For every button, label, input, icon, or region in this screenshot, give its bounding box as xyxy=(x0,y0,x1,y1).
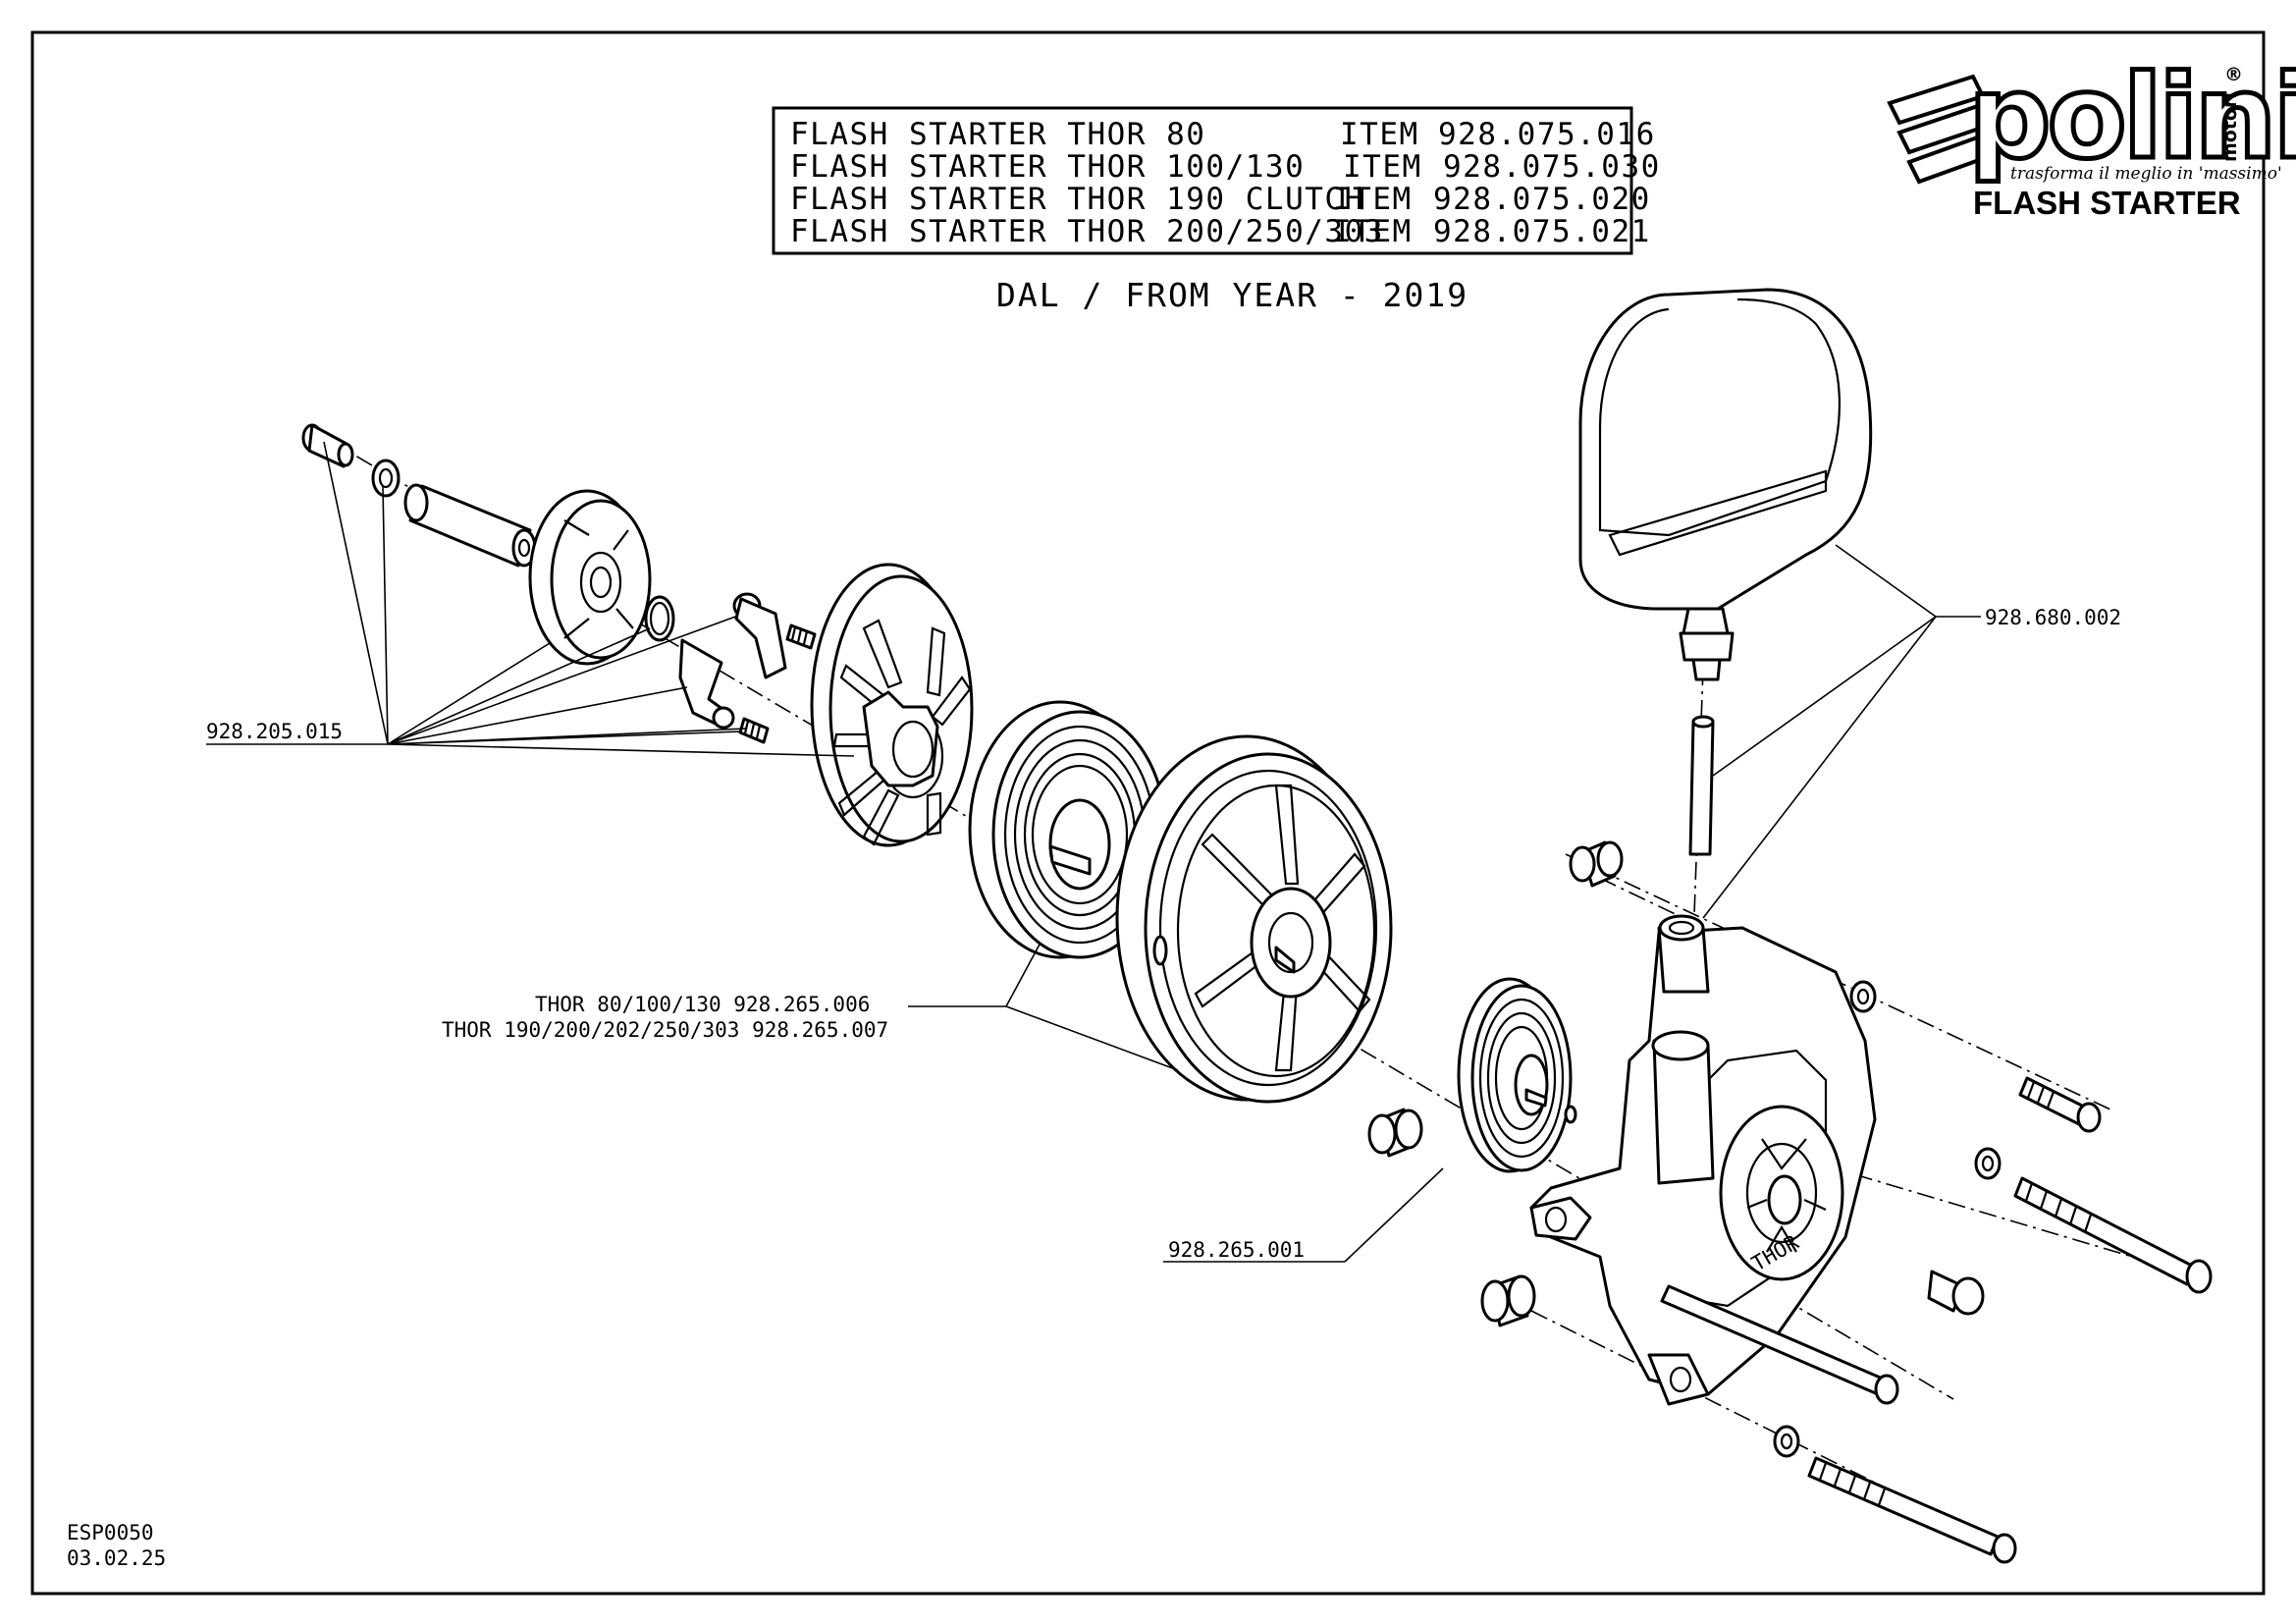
starter-cover: THOR xyxy=(1529,914,1877,1406)
document-date: 03.02.25 xyxy=(67,1546,166,1570)
bushing-a xyxy=(1569,840,1624,888)
pawl-upper xyxy=(732,592,787,679)
title-block: FLASH STARTER THOR 80 ITEM 928.075.016 F… xyxy=(772,106,1661,255)
starter-handle xyxy=(1578,288,1873,681)
callout-small-spring-label: 928.265.001 xyxy=(1168,1238,1305,1262)
logo-brand: polini xyxy=(1968,49,2296,185)
washer-small xyxy=(371,459,400,498)
title-row-3-item: ITEM xyxy=(1333,182,1413,217)
ratchet-disc xyxy=(810,563,974,847)
year-note: DAL / FROM YEAR - 2019 xyxy=(996,276,1468,314)
washer-right-3 xyxy=(1773,1425,1800,1458)
title-row-3-name: FLASH STARTER THOR 190 CLUTCH xyxy=(790,182,1364,217)
logo-registered: ® xyxy=(2224,64,2243,85)
callout-kit: 928.205.015 xyxy=(206,441,855,757)
handle-pin xyxy=(1688,715,1715,856)
screw-cap xyxy=(1927,1270,1985,1316)
screw-through-cover xyxy=(1660,1284,1899,1405)
callout-spring-cassette: THOR 80/100/130 928.265.006 THOR 190/200… xyxy=(442,942,1179,1071)
logo-tagline: trasforma il meglio in 'massimo' xyxy=(2010,164,2282,184)
document-code: ESP0050 xyxy=(67,1521,154,1544)
pawl-lower xyxy=(678,638,735,730)
rope-pulley xyxy=(1115,734,1393,1104)
logo-motori: motori xyxy=(2219,92,2241,162)
title-row-1-item: ITEM xyxy=(1340,117,1419,152)
logo-stripes-icon xyxy=(1887,74,1996,185)
title-row-1-code: 928.075.016 xyxy=(1438,117,1656,152)
callout-small-spring: 928.265.001 xyxy=(1163,1167,1444,1263)
title-block-frame xyxy=(772,106,1633,255)
bushing-b xyxy=(1367,1108,1423,1158)
title-row-2-item: ITEM xyxy=(1343,149,1422,185)
title-row-2-code: 928.075.030 xyxy=(1443,149,1661,185)
screw-short xyxy=(2018,1076,2102,1133)
pawl-spring-upper xyxy=(785,623,817,650)
bushing-c xyxy=(1480,1274,1536,1327)
logo-product-name: FLASH STARTER xyxy=(1973,185,2241,221)
polini-logo: polini motori ® trasforma il meglio in '… xyxy=(1887,47,2296,221)
pawl-spring-lower xyxy=(738,717,770,744)
callout-spring-line-2: THOR 190/200/202/250/303 928.265.007 xyxy=(442,1018,888,1042)
screw-axis-mid xyxy=(1668,1118,2200,1277)
title-row-4-item: ITEM xyxy=(1333,214,1413,249)
pivot-pin xyxy=(301,423,354,468)
title-row-4-code: 928.075.021 xyxy=(1433,214,1651,249)
callout-handle: 928.680.002 xyxy=(1702,544,2121,919)
washer-right-1 xyxy=(1849,980,1877,1013)
title-row-2-name: FLASH STARTER THOR 100/130 xyxy=(790,149,1305,185)
callout-spring-line-1: THOR 80/100/130 928.265.006 xyxy=(535,993,870,1016)
roller-sleeve xyxy=(403,483,537,568)
callout-handle-label: 928.680.002 xyxy=(1985,606,2121,629)
title-row-3-code: 928.075.020 xyxy=(1433,182,1651,217)
ratchet-hub xyxy=(528,489,652,666)
o-ring xyxy=(644,595,675,642)
small-spring xyxy=(1457,977,1577,1173)
washer-right-2 xyxy=(1974,1147,2002,1180)
title-row-4-name: FLASH STARTER THOR 200/250/303 xyxy=(790,214,1384,249)
title-row-1-name: FLASH STARTER THOR 80 xyxy=(790,117,1205,152)
sheet-border xyxy=(30,30,2266,1596)
callout-kit-label: 928.205.015 xyxy=(206,720,343,743)
screw-long-upper xyxy=(2013,1176,2213,1294)
screw-axis-bottom xyxy=(1530,1310,2013,1552)
screw-long-lower xyxy=(1807,1456,2017,1564)
